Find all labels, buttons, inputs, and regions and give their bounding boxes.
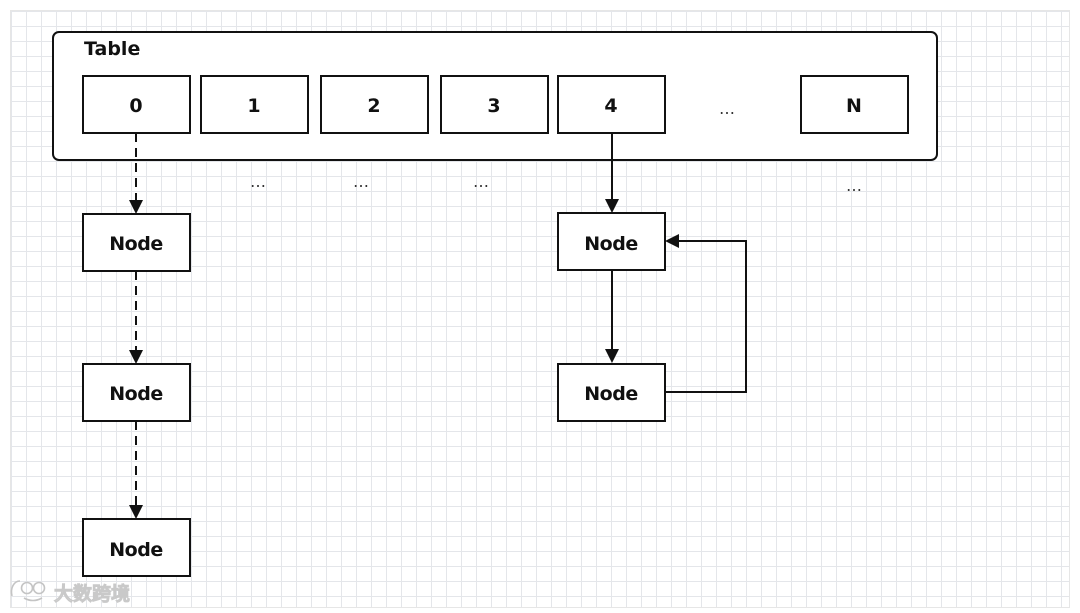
ellipsis-below-cell-1: … bbox=[250, 172, 268, 191]
ellipsis-below-cell-3: … bbox=[473, 172, 491, 191]
table-cell-n: N bbox=[800, 75, 909, 134]
table-cell-4-label: 4 bbox=[604, 95, 617, 117]
bucket0-node-3-label: Node bbox=[109, 539, 162, 561]
table-cell-0: 0 bbox=[82, 75, 191, 134]
table-cell-n-label: N bbox=[846, 95, 862, 117]
table-title: Table bbox=[84, 38, 140, 60]
bucket0-node-1: Node bbox=[82, 213, 191, 272]
table-cell-0-label: 0 bbox=[129, 95, 142, 117]
bucket4-node-2-label: Node bbox=[584, 383, 637, 405]
table-cell-3: 3 bbox=[440, 75, 549, 134]
bucket0-node-2-label: Node bbox=[109, 383, 162, 405]
ellipsis-below-cell-n: … bbox=[846, 176, 864, 195]
table-cell-4: 4 bbox=[557, 75, 666, 134]
table-cell-2-label: 2 bbox=[367, 95, 380, 117]
table-cell-1-label: 1 bbox=[247, 95, 260, 117]
table-cell-2: 2 bbox=[320, 75, 429, 134]
ellipsis-below-cell-2: … bbox=[353, 172, 371, 191]
bucket0-node-2: Node bbox=[82, 363, 191, 422]
watermark-logo-icon bbox=[10, 580, 46, 602]
bucket0-node-3: Node bbox=[82, 518, 191, 577]
bucket0-node-1-label: Node bbox=[109, 233, 162, 255]
table-ellipsis: … bbox=[719, 99, 737, 118]
watermark: 大数跨境 bbox=[10, 580, 130, 605]
back-link-arrow-node2-to-node1 bbox=[665, 234, 747, 393]
bucket4-node-2: Node bbox=[557, 363, 666, 422]
table-cell-1: 1 bbox=[200, 75, 309, 134]
watermark-text: 大数跨境 bbox=[54, 582, 130, 605]
bucket4-node-1: Node bbox=[557, 212, 666, 271]
bucket4-node-1-label: Node bbox=[584, 233, 637, 255]
table-cell-3-label: 3 bbox=[487, 95, 500, 117]
